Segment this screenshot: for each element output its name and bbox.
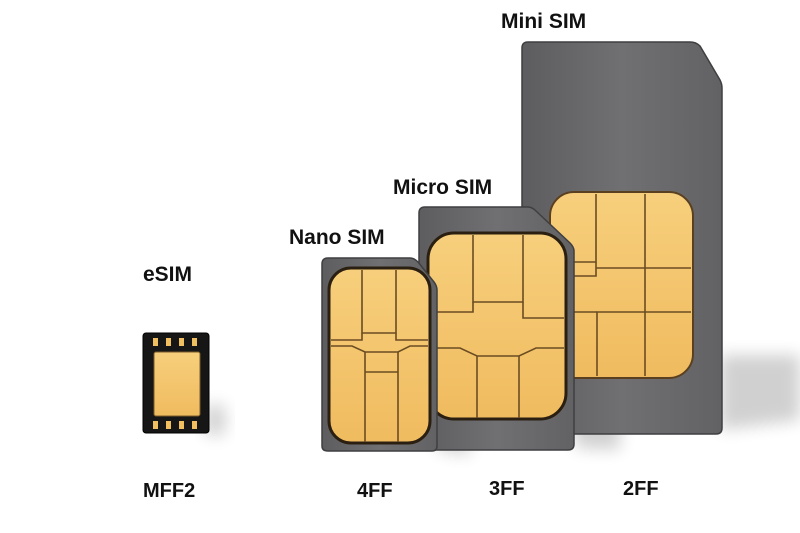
mff2-code: MFF2: [143, 480, 196, 502]
3ff-code: 3FF: [489, 478, 525, 500]
micro-sim-card: [418, 206, 575, 451]
esim-chip: [142, 332, 210, 434]
nano-sim-card: [321, 257, 438, 452]
esim-bottom-pins: [153, 421, 197, 429]
micro-sim-chip: [426, 231, 568, 421]
esim-label: eSIM: [143, 263, 193, 286]
micro-sim-label: Micro SIM: [393, 176, 493, 199]
nano-sim-chip: [327, 266, 432, 445]
nano-sim-label: Nano SIM: [289, 226, 385, 249]
2ff-code: 2FF: [623, 478, 659, 500]
4ff-code: 4FF: [357, 480, 393, 502]
esim-top-pins: [153, 338, 197, 346]
mini-sim-label: Mini SIM: [501, 10, 587, 33]
